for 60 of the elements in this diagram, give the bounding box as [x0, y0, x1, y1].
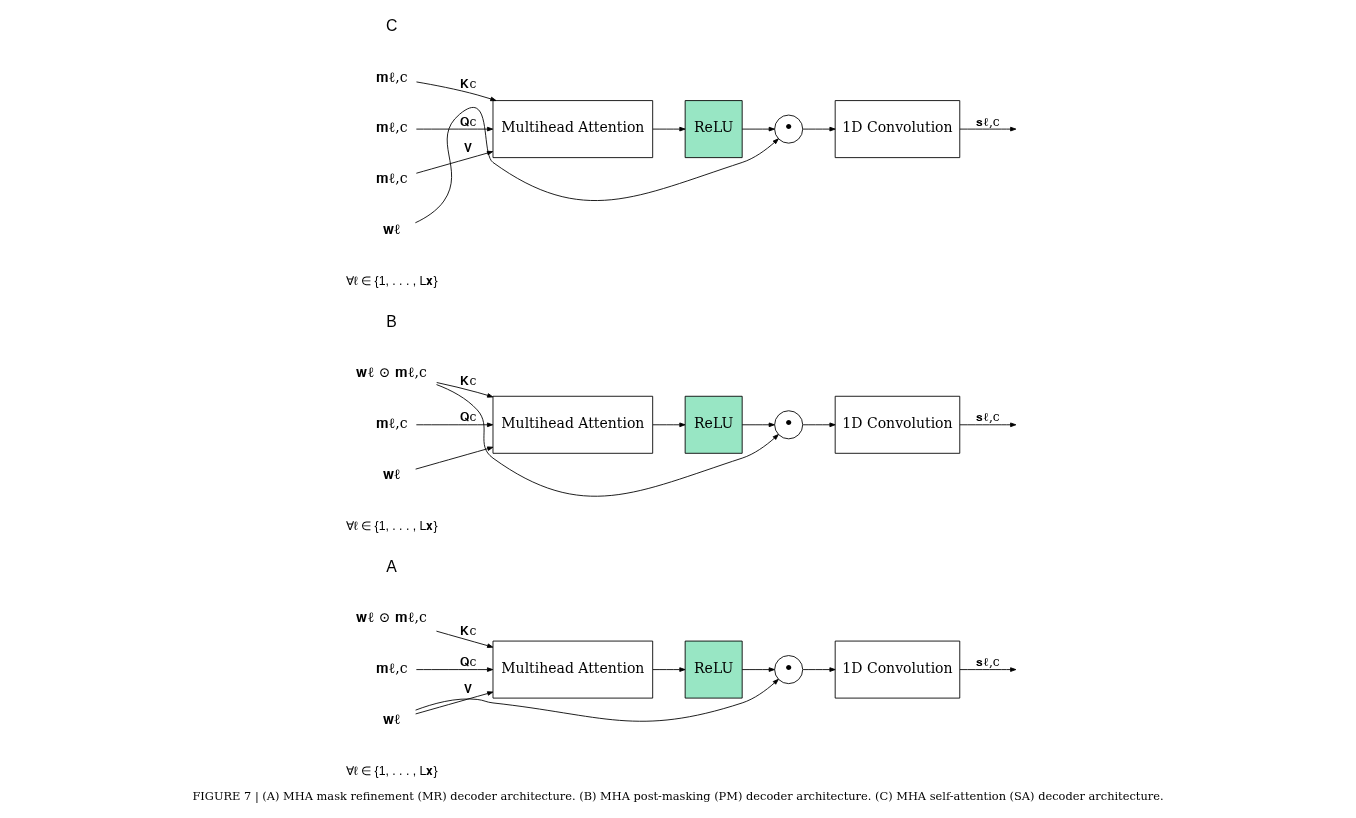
arrow: [652, 422, 686, 428]
node-text: 𝐦ℓ,c: [375, 170, 408, 187]
edge-label: 𝐐c: [460, 410, 477, 425]
arrow: [959, 126, 1017, 132]
node-text: 𝐰ℓ ⊙ 𝐦ℓ,c: [356, 364, 427, 381]
node-text: 𝐦ℓ,c: [375, 659, 408, 676]
edge-label: 𝐬ℓ,c: [976, 655, 1000, 670]
node-box: Multihead Attention: [492, 100, 654, 159]
node-box: 1D Convolution: [834, 100, 961, 159]
edge-label: 𝐊c: [460, 373, 477, 388]
arrow: [802, 667, 836, 672]
node-text: 𝐰ℓ ⊙ 𝐦ℓ,c: [356, 609, 427, 626]
edge-label: 𝐐c: [460, 114, 477, 129]
arrow: [416, 81, 497, 102]
node-text: 𝐦ℓ,c: [375, 415, 408, 432]
arrow: [959, 667, 1017, 672]
edge-label: 𝐕: [464, 681, 473, 696]
edge-label: 𝐬ℓ,c: [976, 410, 1000, 425]
node-box: Multihead Attention: [492, 395, 654, 454]
arrow: [415, 446, 494, 470]
label: ∀ℓ ∈ {1, . . . , L𝐱}: [345, 763, 438, 778]
arrow: [652, 667, 686, 672]
arrow: [741, 667, 775, 672]
node-box: 1D Convolution: [834, 640, 961, 699]
arrow: [415, 126, 494, 132]
node-text: 𝐰ℓ: [382, 221, 401, 238]
label: ∀ℓ ∈ {1, . . . , L𝐱}: [345, 518, 438, 533]
edge-label: 𝐕: [464, 141, 473, 156]
arrow: [436, 384, 779, 497]
node-box: 1D Convolution: [834, 395, 961, 454]
arrow: [652, 126, 686, 132]
node-box: ReLU: [684, 395, 743, 454]
caption: FIGURE 7 | (A) MHA mask refinement (MR) decoder architecture. (B) MHA post-masking (PM) decoder architecture. (C) MHA self-attention (SA) decoder architecture.: [192, 788, 1164, 803]
label: B: [386, 312, 397, 330]
node-box: ReLU: [684, 100, 743, 159]
arrow: [415, 667, 494, 672]
label: A: [386, 557, 397, 575]
node-box: Multihead Attention: [492, 640, 654, 699]
arrow: [802, 422, 836, 428]
arrow: [415, 691, 494, 715]
label: C: [385, 17, 398, 35]
node-text: 𝐰ℓ: [382, 466, 401, 483]
arrow: [741, 422, 775, 428]
arrow: [802, 126, 836, 132]
node-text: 𝐰ℓ: [382, 710, 401, 727]
arrow: [959, 422, 1017, 428]
edge-label: 𝐐c: [460, 655, 477, 670]
arrow: [436, 382, 494, 398]
edge-label: 𝐊c: [460, 623, 477, 638]
node-box: ReLU: [684, 640, 743, 699]
arrow: [415, 422, 494, 428]
arrow: [415, 678, 779, 722]
arrow: [741, 126, 775, 132]
node-text: 𝐦ℓ,c: [375, 68, 408, 85]
arrow: [436, 630, 494, 648]
node-text: 𝐦ℓ,c: [375, 119, 408, 136]
edge-label: 𝐬ℓ,c: [976, 114, 1000, 129]
edge-label: 𝐊c: [460, 77, 477, 92]
label: ∀ℓ ∈ {1, . . . , L𝐱}: [345, 274, 438, 289]
arrow: [414, 107, 779, 224]
